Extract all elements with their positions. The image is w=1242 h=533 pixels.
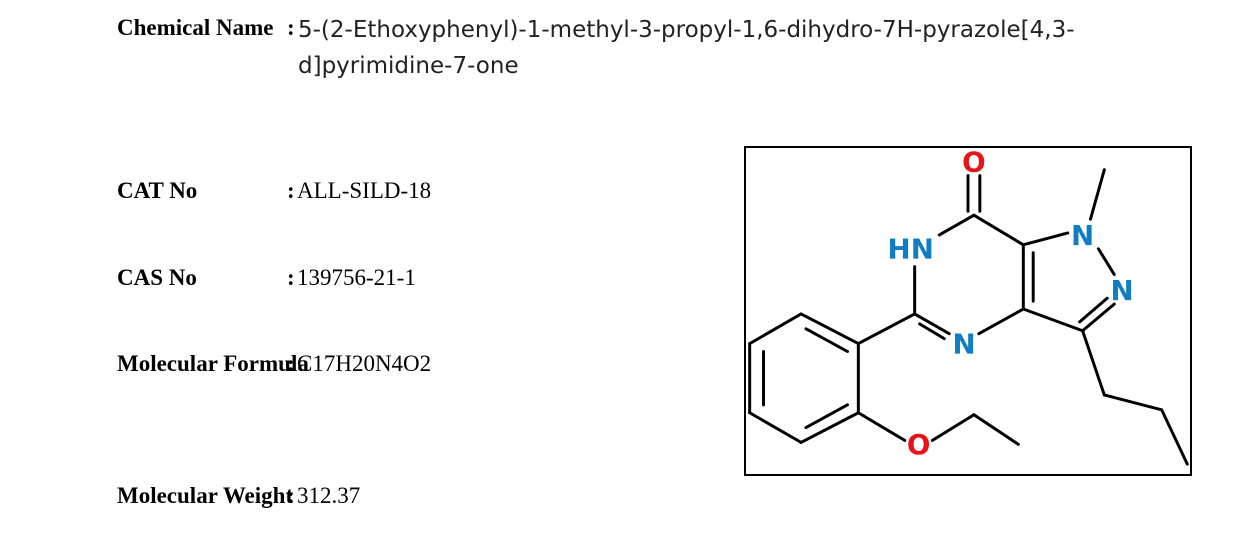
- chemical-structure-drawing: O HN N N N O: [748, 148, 1189, 466]
- structure-bonds: [748, 168, 1189, 466]
- chemical-name-value: 5-(2-Ethoxyphenyl)-1-methyl-3-propyl-1,6…: [298, 17, 1075, 79]
- molecular-formula-value: C17H20N4O2: [297, 351, 432, 376]
- molecular-formula-label: Molecular Formula: [117, 351, 309, 376]
- cat-no-colon: :: [287, 178, 295, 203]
- ether-oxygen-label: O: [907, 428, 931, 461]
- molecular-weight-colon: :: [287, 483, 295, 508]
- cas-no-label: CAS No: [117, 265, 197, 290]
- chemical-name-label: Chemical Name: [117, 15, 274, 40]
- chemical-structure-image: O HN N N N O: [744, 146, 1192, 476]
- cat-no-value: ALL-SILD-18: [297, 178, 432, 203]
- molecular-weight-label: Molecular Weight: [117, 483, 294, 508]
- structure-atom-labels: O HN N N N O: [888, 148, 1134, 461]
- chemical-name-colon: :: [287, 15, 295, 40]
- cas-no-colon: :: [287, 265, 295, 290]
- cat-no-label: CAT No: [117, 178, 198, 203]
- molecular-formula-colon: :: [287, 351, 295, 376]
- molecular-weight-value: 312.37: [297, 483, 361, 508]
- cas-no-value: 139756-21-1: [297, 265, 416, 290]
- hn-label: HN: [888, 233, 934, 266]
- n2-label: N: [1111, 274, 1134, 307]
- n1-label: N: [1071, 219, 1094, 252]
- ring-nitrogen-label: N: [952, 327, 975, 360]
- carbonyl-oxygen-label: O: [962, 148, 986, 179]
